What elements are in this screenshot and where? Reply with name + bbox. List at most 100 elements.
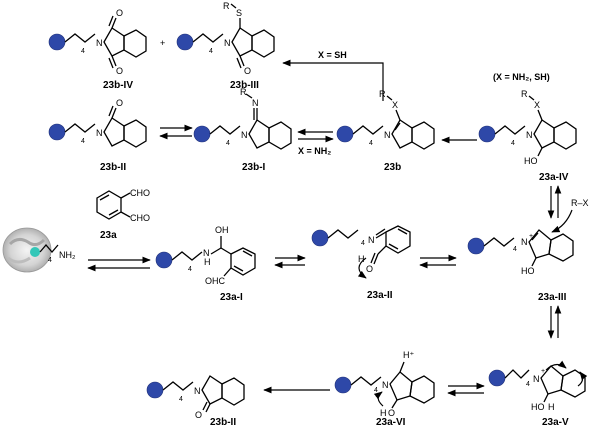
hydroxyl-group: OH (215, 225, 229, 235)
compound-23a-IV: 4 N X R HO (478, 89, 577, 166)
x-substituent: X (534, 100, 540, 110)
nitrogen-atom: N (241, 130, 248, 140)
alkyl-linker (209, 125, 241, 135)
hydroxyl-group: HO (531, 402, 545, 412)
linker-repeat-count: 4 (526, 381, 530, 388)
nanoparticle-bead (176, 33, 194, 51)
hydrogen-atom: H (380, 408, 387, 418)
benzene-ring (268, 121, 292, 150)
nanoparticle-bead (311, 229, 329, 247)
linker-repeat-count: 4 (209, 48, 213, 55)
aldehyde-group: CHO (130, 188, 150, 198)
lactam-ring (201, 375, 223, 405)
nitrogen-atom: N (96, 128, 103, 138)
aldehyde-group: OHC (205, 276, 226, 286)
alkyl-linker (494, 125, 526, 135)
alkyl-linker (64, 123, 96, 133)
lysine-linker (39, 244, 59, 253)
hydrogen-atom: H (358, 254, 365, 264)
x-substituent: X (392, 100, 398, 110)
nitrogen-atom: N (526, 130, 533, 140)
imine-nitrogen: N (252, 98, 259, 108)
nitrogen-atom: N (194, 386, 201, 396)
label-23a-II: 23a-II (367, 290, 393, 301)
label-23a: 23a (100, 230, 117, 241)
oxygen-atom: O (388, 408, 395, 418)
oxygen-atom: O (195, 410, 202, 420)
benzene-ring (221, 377, 245, 406)
alkyl-linker (327, 229, 359, 239)
isoindoline-ring (533, 119, 555, 149)
nanoparticle-bead (155, 251, 173, 269)
oxygen-atom: O (116, 66, 123, 76)
alkyl-linker (192, 33, 224, 43)
protein-nanoparticle: 4 NH₂ (2, 227, 76, 273)
hydrogen-atom: H (548, 402, 555, 412)
benzene-ring (553, 121, 577, 150)
aldehyde-group: CHO (130, 213, 150, 223)
compound-23a: CHO CHO (96, 188, 150, 223)
hydrogen-atom: H (204, 257, 211, 267)
amine-group: NH₂ (59, 250, 76, 260)
lactam-ring (103, 117, 125, 147)
linker-repeat-count: 4 (48, 257, 52, 264)
charge-plus: + (529, 233, 533, 240)
nanoparticle-bead (336, 125, 354, 143)
nanoparticle-bead (48, 123, 66, 141)
compound-23b-IV: 4 N O O (48, 8, 147, 76)
compound-23b-II-bottom: 4 N O (146, 375, 245, 420)
linker-repeat-count: 4 (81, 48, 85, 55)
linker-repeat-count: 4 (188, 266, 192, 273)
r-group: R (223, 1, 230, 11)
linker-repeat-count: 4 (361, 240, 365, 247)
r-group: R (379, 89, 386, 99)
alkyl-linker (483, 237, 515, 247)
condition-x-options: (X = NH₂, SH) (493, 72, 550, 82)
nitrogen-atom: N (521, 237, 528, 247)
linker-repeat-count: 4 (369, 140, 373, 147)
nitrogen-atom: N (533, 374, 540, 384)
label-23a-III: 23a-III (538, 292, 567, 303)
proton: H⁺ (403, 350, 414, 360)
nanoparticle-bead (48, 33, 66, 51)
hydroxyl-group: HO (524, 156, 538, 166)
reagent-r-x: R–X (571, 198, 589, 208)
compound-23b: 4 N X R (336, 89, 435, 150)
benzene-ring (123, 29, 147, 58)
condition-x-nh2: X = NH₂ (298, 146, 331, 156)
benzene-ring (560, 369, 586, 398)
nanoparticle-bead (146, 381, 164, 399)
nanoparticle-bead (334, 376, 352, 394)
compound-23a-VI: 4 N H⁺ H O (334, 350, 435, 418)
label-23b-II-top: 23b-II (100, 162, 126, 173)
benzene-ring (548, 233, 574, 262)
label-23b-II-bottom: 23b-II (210, 417, 236, 428)
isoindole-ring (389, 371, 413, 401)
compound-23a-II: 4 N O H (311, 225, 411, 279)
r-group: R (240, 87, 247, 97)
alkyl-linker (504, 369, 530, 379)
nitrogen-atom: N (203, 248, 210, 258)
isoindoline-ring (248, 119, 270, 149)
hydroxyl-group: HO (521, 266, 535, 276)
curved-arrow (577, 371, 588, 387)
curved-arrow (545, 360, 567, 371)
benzene-ring (411, 121, 435, 150)
benzene-ring (409, 375, 435, 404)
label-23b-I: 23b-I (242, 162, 266, 173)
lactam-ring (231, 27, 253, 57)
imine-nitrogen: N (368, 235, 375, 245)
arrow-23b-to-23b-III (282, 59, 384, 101)
compound-23b-III: 4 N S R O (176, 1, 275, 76)
alkyl-linker (171, 251, 203, 261)
linker-repeat-count: 4 (81, 138, 85, 145)
alkyl-linker (352, 125, 384, 135)
linker-repeat-count: 4 (179, 396, 183, 403)
curved-arrow-r-x (551, 209, 573, 233)
sulfur-atom: S (236, 8, 242, 18)
linker-repeat-count: 4 (513, 246, 517, 253)
condition-x-sh: X = SH (318, 50, 347, 60)
compound-23b-I: 4 N N R (193, 87, 292, 150)
label-23b-III: 23b-III (230, 80, 259, 91)
curved-arrow (357, 257, 367, 279)
